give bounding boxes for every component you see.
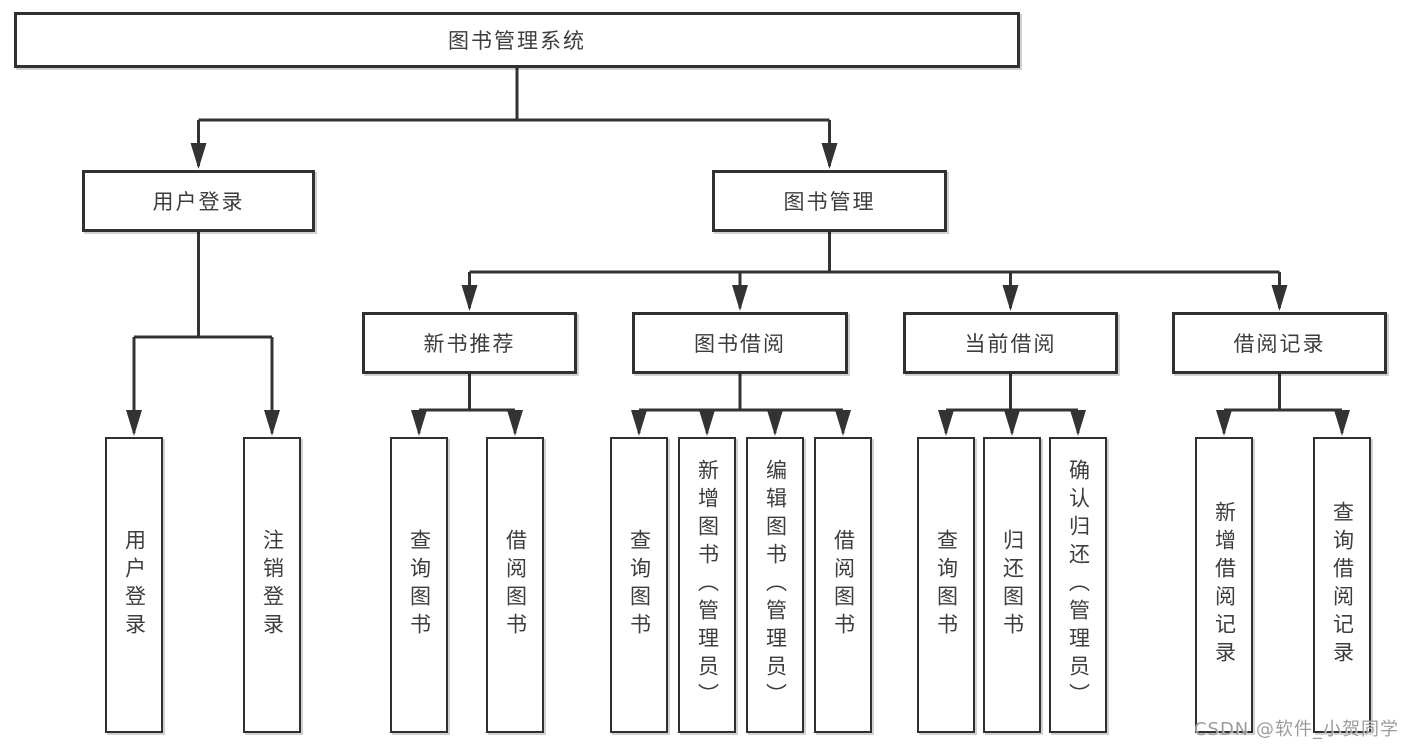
node-box-borrow-record: 借阅记录 <box>1172 312 1387 374</box>
node-box-book-borrow: 图书借阅 <box>632 312 848 374</box>
node-box-new-book-recommend: 新书推荐 <box>362 312 577 374</box>
node-label-user-login: 用户登录 <box>152 190 245 214</box>
leaf-label-user-login: 用户登录 <box>122 529 147 641</box>
connector-login-to-leaves <box>132 232 274 433</box>
connector-mgmt-to-level3 <box>468 232 1281 308</box>
node-label-book-management: 图书管理 <box>783 190 876 214</box>
node-label-borrow-record: 借阅记录 <box>1233 332 1326 356</box>
leaf-label-add-book-admin: 新增图书（管理员） <box>695 459 720 711</box>
leaf-label-query-book-current: 查询图书 <box>934 529 959 641</box>
leaf-label-query-borrow-record: 查询借阅记录 <box>1330 501 1355 669</box>
leaf-box-confirm-return-admin: 确认归还（管理员） <box>1049 437 1107 733</box>
leaf-label-edit-book-admin: 编辑图书（管理员） <box>763 459 788 711</box>
leaf-box-logout: 注销登录 <box>243 437 301 733</box>
leaf-box-borrow-book: 借阅图书 <box>814 437 872 733</box>
connector-record-to-leaves <box>1222 374 1344 433</box>
leaf-label-borrow-book-recommend: 借阅图书 <box>503 529 528 641</box>
node-box-book-management: 图书管理 <box>712 170 947 232</box>
leaf-box-edit-book-admin: 编辑图书（管理员） <box>746 437 804 733</box>
leaf-box-query-book-recommend: 查询图书 <box>390 437 448 733</box>
leaf-box-query-borrow-record: 查询借阅记录 <box>1313 437 1371 733</box>
leaf-box-return-book: 归还图书 <box>983 437 1041 733</box>
leaf-label-return-book: 归还图书 <box>1000 529 1025 641</box>
leaf-box-borrow-book-recommend: 借阅图书 <box>486 437 544 733</box>
node-label-root: 图书管理系统 <box>448 29 586 53</box>
node-box-user-login: 用户登录 <box>82 170 315 232</box>
leaf-box-query-book-current: 查询图书 <box>917 437 975 733</box>
leaf-label-query-book-borrow: 查询图书 <box>627 529 652 641</box>
leaf-label-add-borrow-record: 新增借阅记录 <box>1212 501 1237 669</box>
leaf-box-add-borrow-record: 新增借阅记录 <box>1195 437 1253 733</box>
leaf-box-add-book-admin: 新增图书（管理员） <box>678 437 736 733</box>
arrowheads <box>126 143 1350 436</box>
leaf-label-query-book-recommend: 查询图书 <box>407 529 432 641</box>
leaf-label-confirm-return-admin: 确认归还（管理员） <box>1066 459 1091 711</box>
leaf-label-logout: 注销登录 <box>260 529 285 641</box>
leaf-label-borrow-book: 借阅图书 <box>831 529 856 641</box>
connector-borrow-to-leaves <box>637 374 845 433</box>
connector-root-to-level2 <box>197 68 831 166</box>
leaf-box-query-book-borrow: 查询图书 <box>610 437 668 733</box>
node-label-new-book-recommend: 新书推荐 <box>423 332 516 356</box>
connector-newbook-to-leaves <box>417 374 517 433</box>
node-box-root: 图书管理系统 <box>14 12 1020 68</box>
node-label-current-borrow: 当前借阅 <box>964 332 1057 356</box>
csdn-watermark: CSDN @软件_小贺同学 <box>1193 719 1399 740</box>
node-label-book-borrow: 图书借阅 <box>694 332 786 356</box>
node-box-current-borrow: 当前借阅 <box>903 312 1118 374</box>
leaf-box-user-login: 用户登录 <box>105 437 163 733</box>
